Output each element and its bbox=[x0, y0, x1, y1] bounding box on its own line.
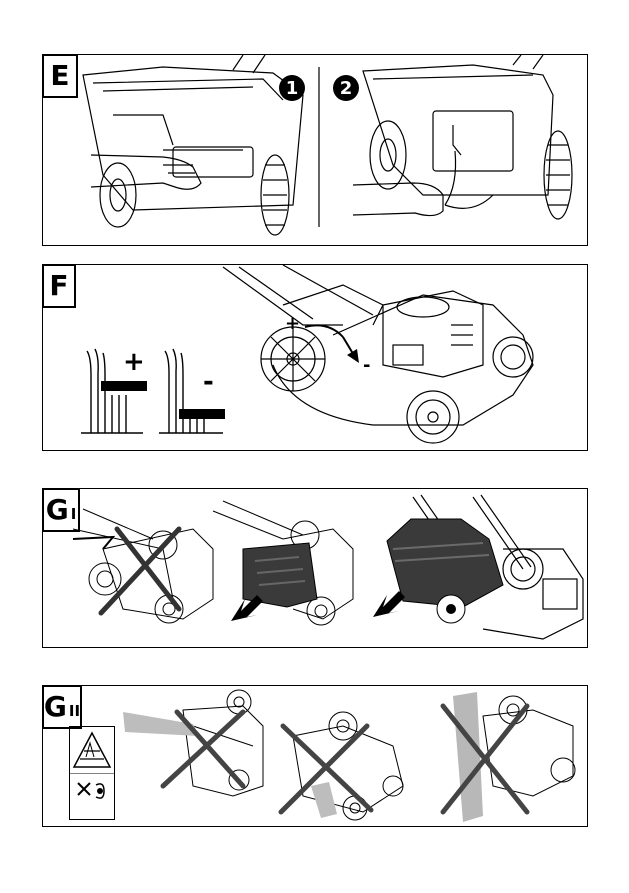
step-2-badge: 2 bbox=[333, 75, 359, 101]
panel-g2-illustration bbox=[43, 686, 587, 826]
panel-f: F bbox=[42, 264, 588, 451]
height-minus-sign: - bbox=[363, 357, 370, 375]
panel-e-illustration bbox=[43, 55, 587, 245]
panel-e: E bbox=[42, 54, 588, 246]
diagram-minus-sign: - bbox=[203, 369, 214, 395]
step-1-badge: 1 bbox=[279, 75, 305, 101]
panel-g1: G I bbox=[42, 488, 588, 648]
panel-g2: G II bbox=[42, 685, 588, 827]
panel-g1-illustration bbox=[43, 489, 587, 647]
diagram-plus-sign: + bbox=[123, 349, 145, 375]
height-plus-sign: + bbox=[285, 315, 300, 333]
